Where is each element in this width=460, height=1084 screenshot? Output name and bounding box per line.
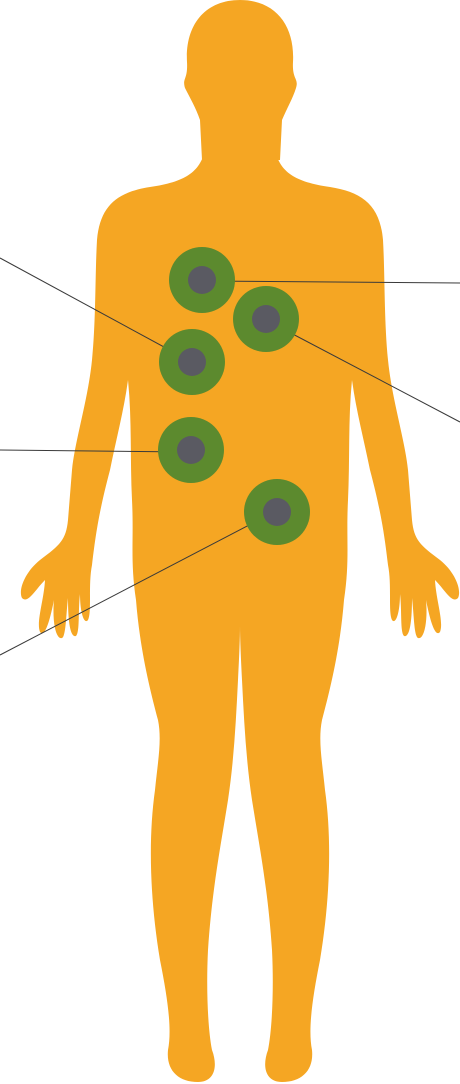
marker-lower-abdomen <box>244 479 310 545</box>
marker-chest-left <box>169 247 235 313</box>
torso <box>21 150 459 1082</box>
human-silhouette <box>21 0 459 1082</box>
head <box>184 0 297 160</box>
marker-upper-abdomen <box>159 329 225 395</box>
marker-chest-right <box>233 286 299 352</box>
marker-mid-abdomen <box>158 417 224 483</box>
